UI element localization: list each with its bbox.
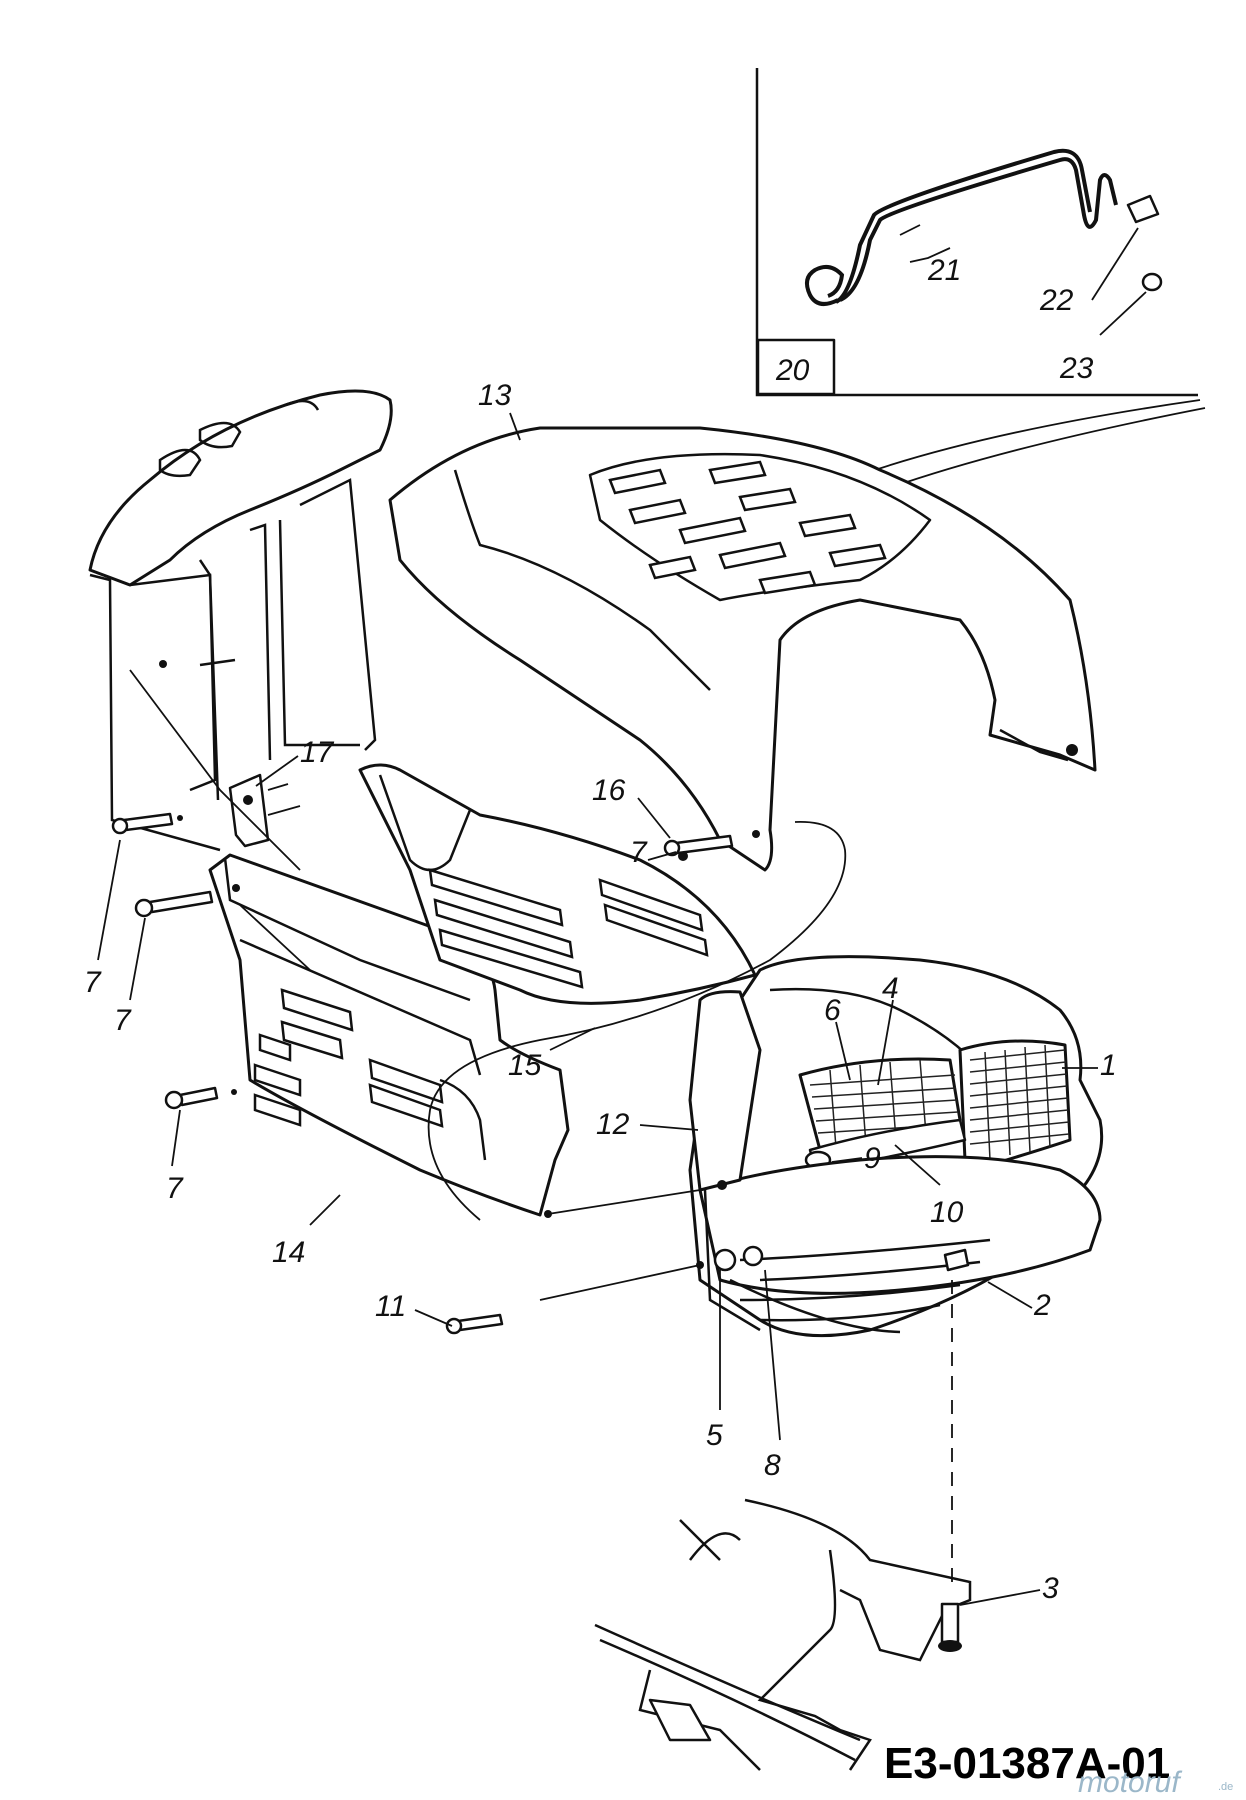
hood-vent-slots: [608, 460, 887, 595]
frame-bracket: [594, 1280, 972, 1771]
callout-11: 11: [375, 1290, 406, 1323]
inner-panel-vent-slots: [428, 868, 709, 989]
grille-hatching: [969, 1044, 1070, 1161]
hood-part-13: [388, 426, 1097, 872]
bolt-7c: [164, 1086, 237, 1110]
callout-3: 3: [1042, 1572, 1059, 1605]
callout-5: 5: [706, 1419, 723, 1452]
watermark-logo: motoruf: [1078, 1766, 1182, 1799]
watermark-suffix: .de: [1218, 1781, 1233, 1793]
assembly-lines: [129, 669, 847, 1301]
bolt-7a: [111, 812, 183, 835]
callout-13: 13: [478, 379, 512, 412]
callout-17: 17: [300, 736, 335, 769]
callout-7-upper-left: 7: [84, 966, 102, 999]
callout-16: 16: [592, 774, 626, 807]
inner-panel-part-15: [358, 763, 757, 1005]
callout-7-lower-left: 7: [166, 1172, 184, 1205]
callout-22: 22: [1039, 284, 1074, 317]
callout-labels: 1 2 3 4 5 6 7 7 7 7 8 9 10 11 12 13 14 1…: [84, 254, 1117, 1605]
callout-12: 12: [596, 1108, 630, 1141]
callout-21: 21: [927, 254, 961, 287]
callout-23: 23: [1059, 352, 1094, 385]
callout-4: 4: [882, 972, 899, 1005]
callout-1: 1: [1100, 1049, 1117, 1082]
inset-detail-20: [755, 68, 1206, 493]
callout-10: 10: [930, 1196, 964, 1229]
fasteners: [111, 812, 760, 1335]
screw-11: [445, 1313, 504, 1335]
callout-7-middle-left: 7: [114, 1004, 132, 1037]
callout-7-center: 7: [630, 836, 648, 869]
side-panel-vent-slots: [253, 988, 444, 1128]
callout-2: 2: [1033, 1289, 1051, 1322]
bolt-7b: [134, 884, 240, 918]
leader-lines: [97, 412, 1098, 1606]
front-nose-assembly: [688, 955, 1104, 1338]
callout-9: 9: [864, 1142, 881, 1175]
callout-8: 8: [764, 1449, 781, 1482]
dashboard-panel: [88, 389, 393, 852]
side-panel-part-14: [208, 853, 570, 1218]
callout-20: 20: [775, 354, 810, 387]
callout-6: 6: [824, 994, 841, 1027]
diagram-code: E3-01387A-01: [884, 1739, 1170, 1788]
callout-15: 15: [508, 1049, 542, 1082]
callout-14: 14: [272, 1236, 305, 1269]
